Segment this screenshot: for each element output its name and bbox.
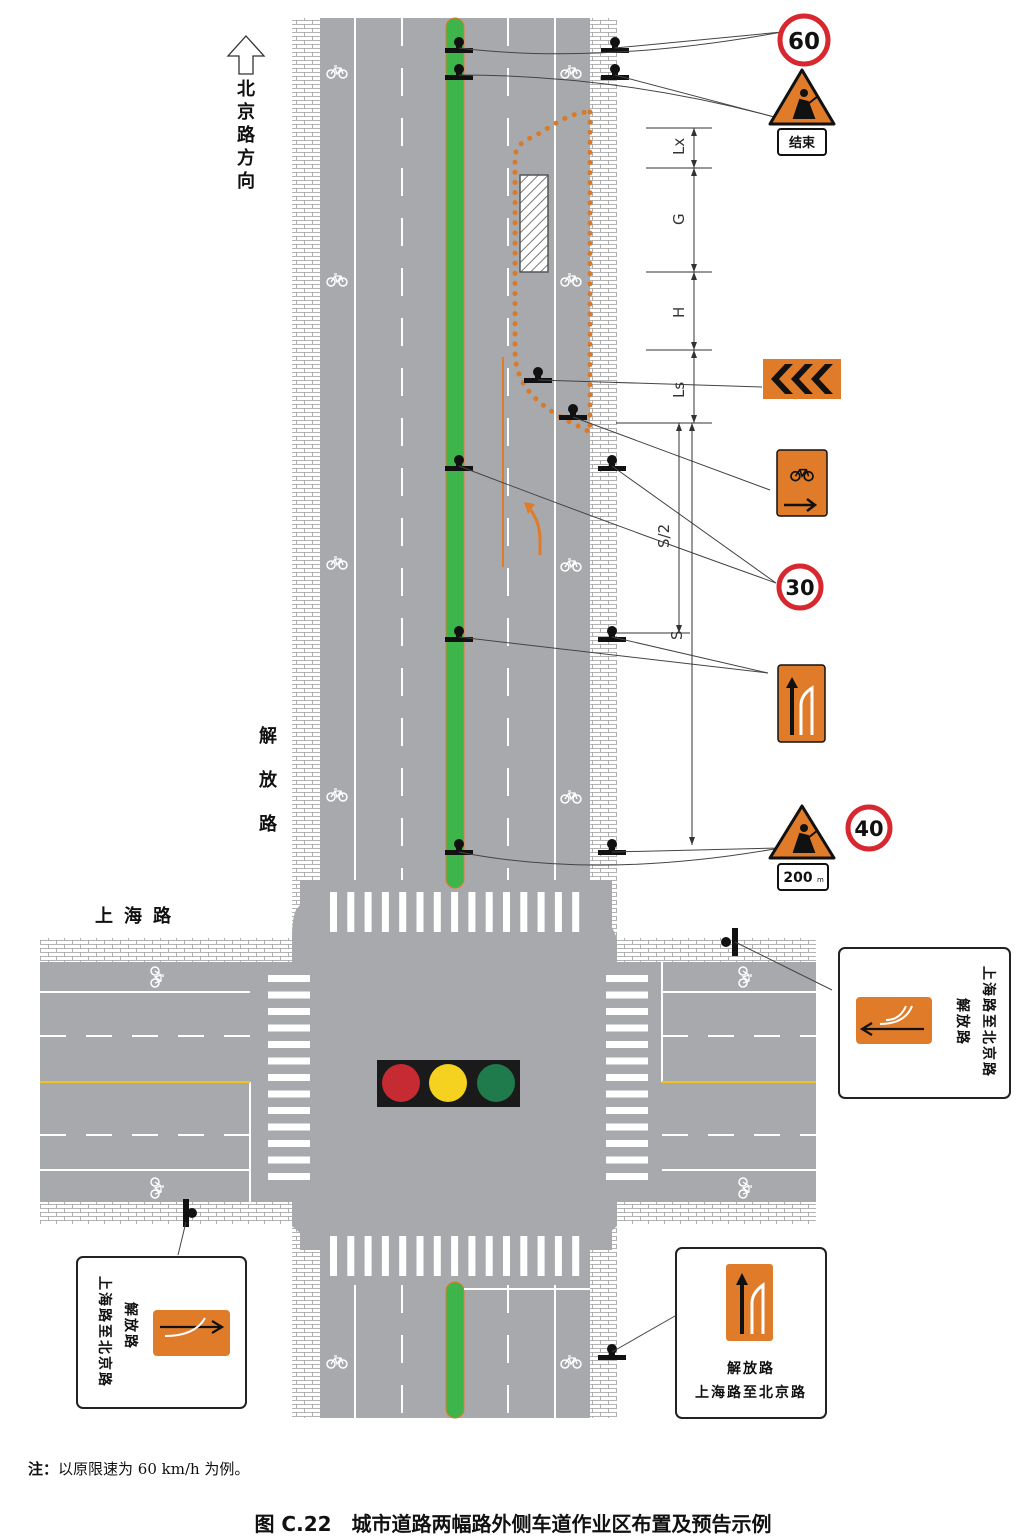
- crosswalk-stripe: [364, 892, 372, 932]
- crosswalk-stripe: [606, 1090, 648, 1098]
- dim-lx: Lx: [670, 138, 688, 155]
- note: 注：以原限速为 60 km/h 为例。: [28, 1460, 250, 1478]
- crosswalk-stripe: [268, 1057, 310, 1065]
- speed-limit-sign-30: 30: [776, 563, 824, 611]
- chevron-icon: [763, 359, 841, 399]
- svg-text:上海路至北京路: 上海路至北京路: [980, 966, 997, 1078]
- crosswalk-stripe: [268, 1074, 310, 1081]
- crosswalk-stripe: [606, 1173, 648, 1180]
- crosswalk-stripe: [330, 892, 337, 932]
- svg-text:60: 60: [788, 29, 820, 55]
- crosswalk-stripe: [520, 1236, 528, 1276]
- crosswalk-stripe: [451, 1236, 459, 1276]
- crosswalk-stripe: [606, 1008, 648, 1015]
- crosswalk-stripe: [606, 1041, 648, 1048]
- svg-text:m: m: [817, 876, 824, 884]
- traffic-light-icon: [377, 1060, 520, 1107]
- svg-text:解放路: 解放路: [954, 998, 971, 1046]
- crosswalk-stripe: [503, 892, 510, 932]
- crosswalk-stripe: [364, 1236, 372, 1276]
- work-zone-diagram: Lx G H Ls S/2 S 北京路方向 解放路 上海路 60 30 40 结…: [40, 13, 1011, 1419]
- worker-icon: [792, 89, 819, 119]
- crosswalk-stripe: [347, 1236, 355, 1276]
- lane-reduction-sign: [777, 664, 826, 743]
- crosswalk-stripe: [268, 1123, 310, 1131]
- crosswalk-stripe: [554, 892, 562, 932]
- svg-text:上海路至北京路: 上海路至北京路: [96, 1276, 113, 1388]
- crosswalk-stripe: [606, 1123, 648, 1131]
- svg-text:解放路: 解放路: [727, 1360, 775, 1377]
- crosswalk-stripe: [606, 1140, 648, 1147]
- road-work-sign-200m: 200 m: [768, 804, 836, 891]
- crosswalk-stripe: [381, 1236, 389, 1276]
- crosswalk-stripe: [268, 991, 310, 999]
- crosswalk-stripe: [537, 1236, 545, 1276]
- crosswalk-stripe: [606, 1074, 648, 1081]
- dim-s-half: S/2: [655, 524, 673, 548]
- crosswalk-stripe: [268, 1140, 310, 1147]
- crosswalk-stripe: [606, 1057, 648, 1065]
- crosswalk-stripe: [399, 892, 407, 932]
- crosswalk-stripe: [268, 1041, 310, 1048]
- crosswalk-stripe: [606, 1024, 648, 1032]
- guide-sign-right: 解放路 上海路至北京路: [838, 947, 1011, 1099]
- crosswalk-stripe: [520, 892, 528, 932]
- crosswalk-stripe: [399, 1236, 407, 1276]
- dim-s: S: [668, 630, 686, 640]
- svg-text:结束: 结束: [789, 135, 816, 151]
- figure-caption: 图 C.22 城市道路两幅路外侧车道作业区布置及预告示例: [254, 1512, 772, 1536]
- crosswalk-stripe: [606, 991, 648, 999]
- crosswalk-stripe: [268, 1107, 310, 1114]
- crosswalk-stripe: [572, 892, 580, 932]
- crosswalk-stripe: [268, 1008, 310, 1015]
- crosswalk-stripe: [433, 892, 441, 932]
- crosswalk-stripe: [268, 975, 310, 982]
- crosswalk-stripe: [268, 1090, 310, 1098]
- crosswalk-stripe: [572, 1236, 580, 1276]
- arrow-up-icon: [226, 35, 266, 75]
- crosswalk-stripe: [468, 1236, 476, 1276]
- guide-sign-left: 解放路 上海路至北京路: [76, 1256, 247, 1409]
- crosswalk-stripe: [268, 1173, 310, 1180]
- crosswalk-stripe: [606, 975, 648, 982]
- dim-h: H: [670, 307, 688, 318]
- crosswalk-stripe: [554, 1236, 562, 1276]
- crosswalk-stripe: [416, 892, 424, 932]
- crosswalk-stripe: [268, 1024, 310, 1032]
- direction-label: 北京路方向: [237, 79, 256, 192]
- worker-icon: [792, 824, 819, 853]
- svg-text:200: 200: [783, 870, 812, 886]
- svg-text:解放路: 解放路: [122, 1302, 139, 1350]
- crosswalk-stripe: [433, 1236, 441, 1276]
- dim-g: G: [670, 213, 688, 225]
- crosswalk-stripe: [347, 892, 355, 932]
- svg-text:40: 40: [854, 817, 883, 841]
- crosswalk-stripe: [330, 1236, 337, 1276]
- crosswalk-stripe: [503, 1236, 510, 1276]
- crosswalk-stripe: [485, 1236, 493, 1276]
- speed-limit-sign-60: 60: [777, 13, 831, 67]
- guide-sign-bottom: 解放路 上海路至北京路: [675, 1247, 827, 1419]
- crosswalk-stripe: [606, 1156, 648, 1164]
- road-main-label: 解放路: [258, 725, 278, 835]
- crosswalk-stripe: [485, 892, 493, 932]
- crosswalk-stripe: [416, 1236, 424, 1276]
- bicycle-detour-sign: [776, 449, 828, 517]
- crosswalk-stripe: [606, 1107, 648, 1114]
- crosswalk-stripe: [537, 892, 545, 932]
- road-work-sign-end: 结束: [768, 68, 836, 156]
- crosswalk-stripe: [451, 892, 459, 932]
- crosswalk-stripe: [468, 892, 476, 932]
- crosswalk-stripe: [381, 892, 389, 932]
- svg-text:上海路至北京路: 上海路至北京路: [695, 1384, 807, 1401]
- crosswalk-stripe: [268, 1156, 310, 1164]
- dim-ls: Ls: [670, 382, 688, 398]
- svg-text:30: 30: [785, 576, 814, 600]
- speed-limit-sign-40: 40: [845, 804, 893, 852]
- road-cross-label: 上海路: [95, 905, 182, 927]
